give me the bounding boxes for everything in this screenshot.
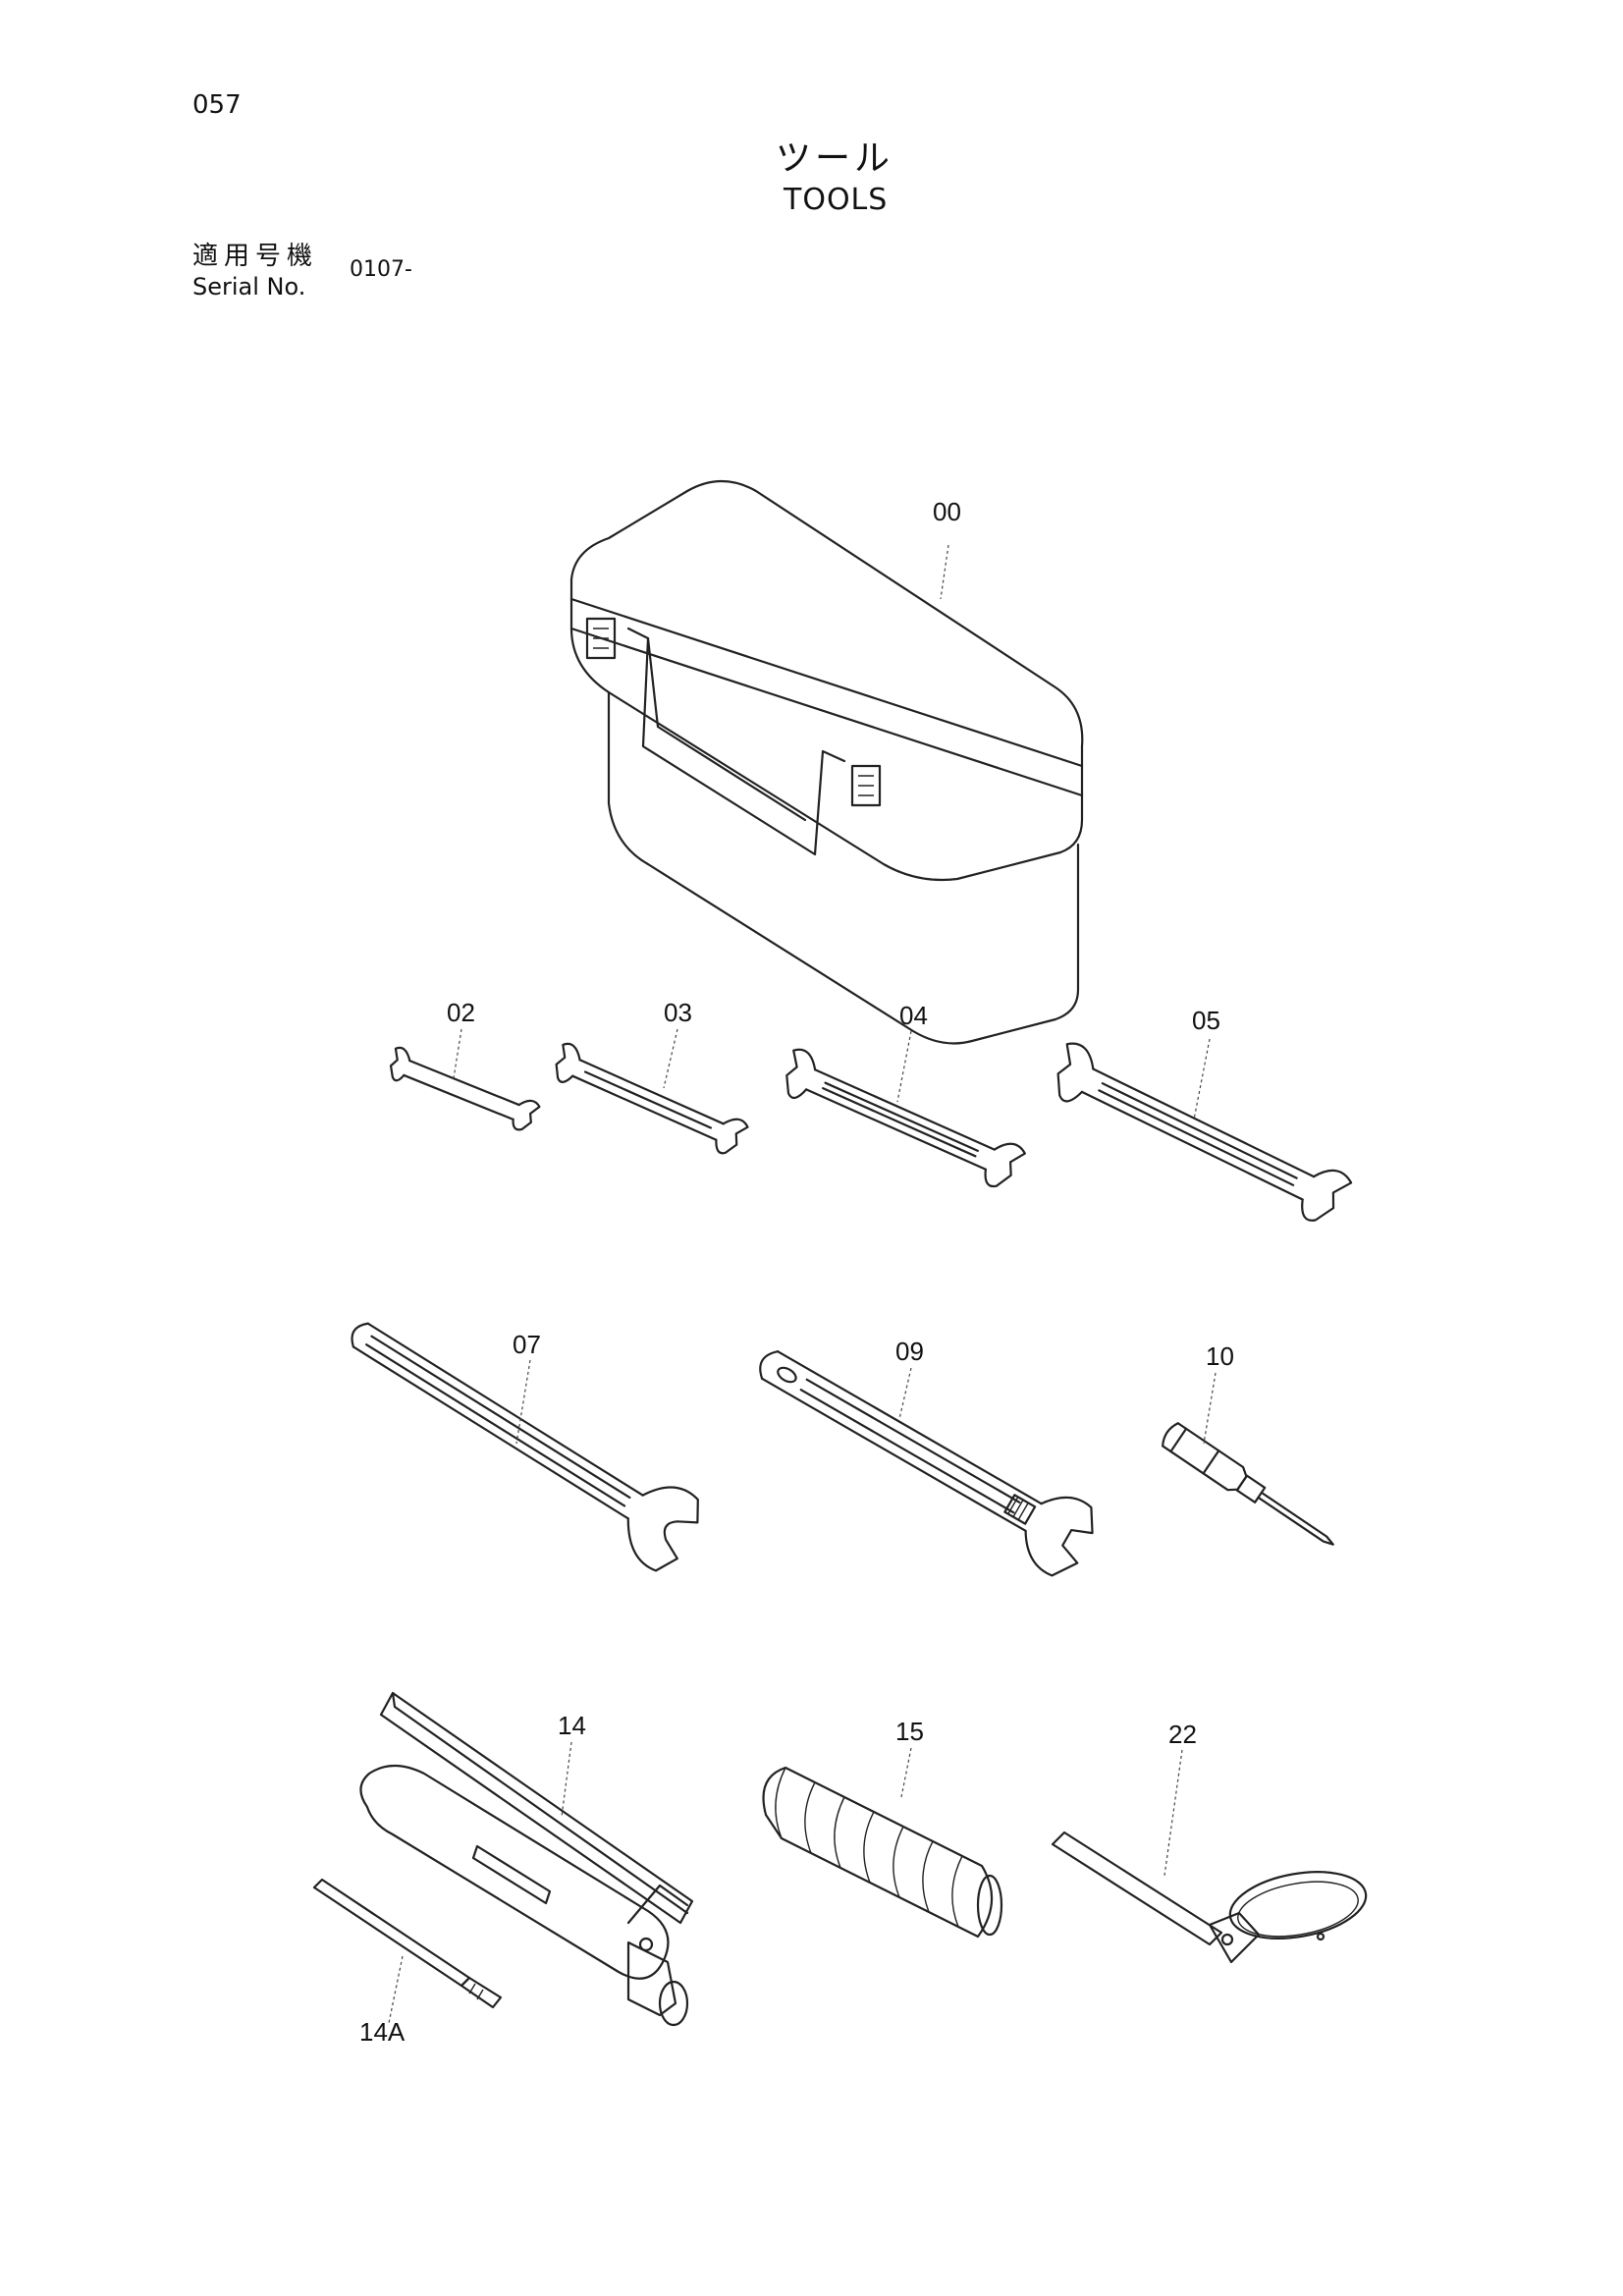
callout-14: 14 xyxy=(558,1711,586,1740)
callout-22: 22 xyxy=(1168,1720,1197,1749)
callout-14A: 14A xyxy=(359,2017,406,2047)
serial-label-japanese: 適用号機 xyxy=(192,242,319,271)
grease-nozzle-icon xyxy=(312,1878,503,2009)
double-open-end-wrench-icon xyxy=(555,1042,749,1155)
adjustable-wrench-icon xyxy=(759,1350,1094,1577)
double-open-end-wrench-icon xyxy=(389,1046,541,1131)
callout-09: 09 xyxy=(895,1337,924,1366)
toolbox-icon xyxy=(569,480,1084,1045)
callout-10: 10 xyxy=(1206,1341,1234,1371)
serial-number-value: 0107- xyxy=(350,257,412,282)
callout-05: 05 xyxy=(1192,1006,1220,1035)
callout-00: 00 xyxy=(933,497,961,526)
filter-wrench-icon xyxy=(1051,1831,1368,1964)
single-open-end-wrench-icon xyxy=(351,1322,699,1572)
page-title-japanese: ツール xyxy=(776,138,894,179)
bellows-icon xyxy=(762,1766,1003,1939)
page-number: 057 xyxy=(192,90,242,120)
screwdriver-icon xyxy=(1162,1422,1334,1546)
serial-label-english: Serial No. xyxy=(192,273,306,301)
grease-gun-icon xyxy=(359,1691,694,2027)
page-title-english: TOOLS xyxy=(784,183,889,217)
double-open-end-wrench-icon xyxy=(1056,1042,1353,1222)
callout-15: 15 xyxy=(895,1717,924,1746)
callout-02: 02 xyxy=(447,998,475,1027)
callout-07: 07 xyxy=(513,1330,541,1359)
double-open-end-wrench-icon xyxy=(785,1048,1026,1188)
callout-04: 04 xyxy=(899,1001,928,1030)
callout-03: 03 xyxy=(664,998,692,1027)
